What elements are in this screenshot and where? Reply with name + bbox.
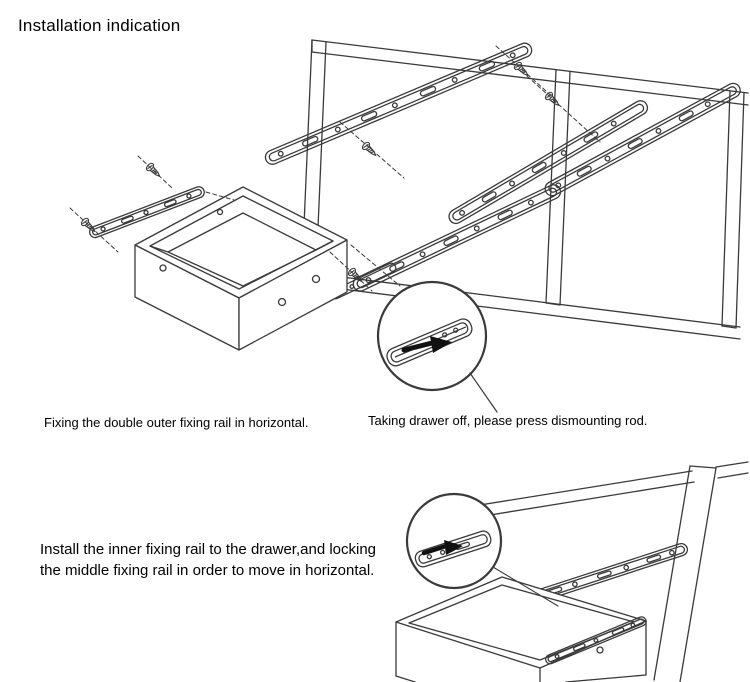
bottom-diagram [395,461,749,682]
drawer-box-bottom [395,576,647,682]
cabinet-frame [301,39,749,340]
cabinet-frame-bottom [454,461,749,682]
magnifier-leader-line [469,372,498,413]
press-direction-arrow-icon [430,336,452,353]
caption-step3: Install the inner fixing rail to the dra… [40,541,377,579]
dismounting-rod-magnifier [376,280,498,413]
drawer-box [134,186,348,351]
outer-fixing-rail-left [264,42,533,165]
inner-fixing-rail-on-drawer [545,616,647,665]
screw-icon [360,140,380,160]
telescopic-rail-outer [352,184,562,292]
inner-fixing-rail-piece [88,186,205,239]
caption-step1: Fixing the double outer fixing rail in h… [44,415,309,430]
caption-step2: Taking drawer off, please press dismount… [368,413,648,428]
top-diagram [69,39,749,413]
lock-direction-arrow-icon [444,540,463,555]
outer-fixing-rail-far-right [544,82,741,197]
rail-lock-magnifier [405,492,559,607]
magnifier-leader-line [492,566,559,607]
outer-fixing-rail-right [448,100,649,225]
page-title: Installation indication [18,16,181,35]
